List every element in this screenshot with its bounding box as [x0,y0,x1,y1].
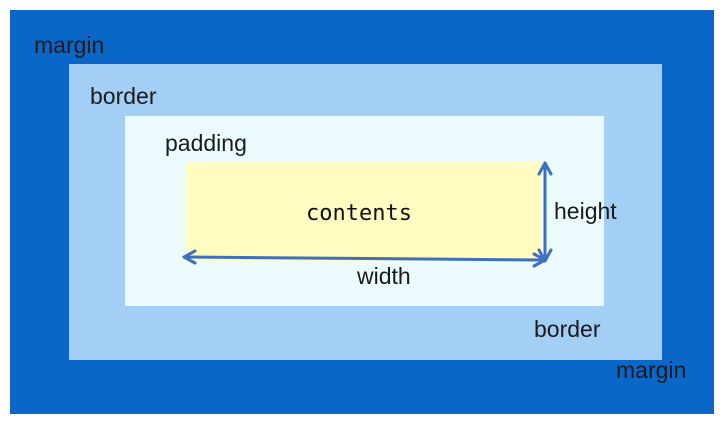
height-label: height [554,198,617,224]
padding-label: padding [165,130,247,156]
margin-label-bottom: margin [616,357,687,383]
content-area [185,161,541,262]
border-label-top: border [90,83,157,109]
margin-label-top: margin [34,32,105,58]
border-label-bottom: border [534,316,601,342]
width-label: width [357,263,411,289]
contents-label: contents [306,201,412,226]
